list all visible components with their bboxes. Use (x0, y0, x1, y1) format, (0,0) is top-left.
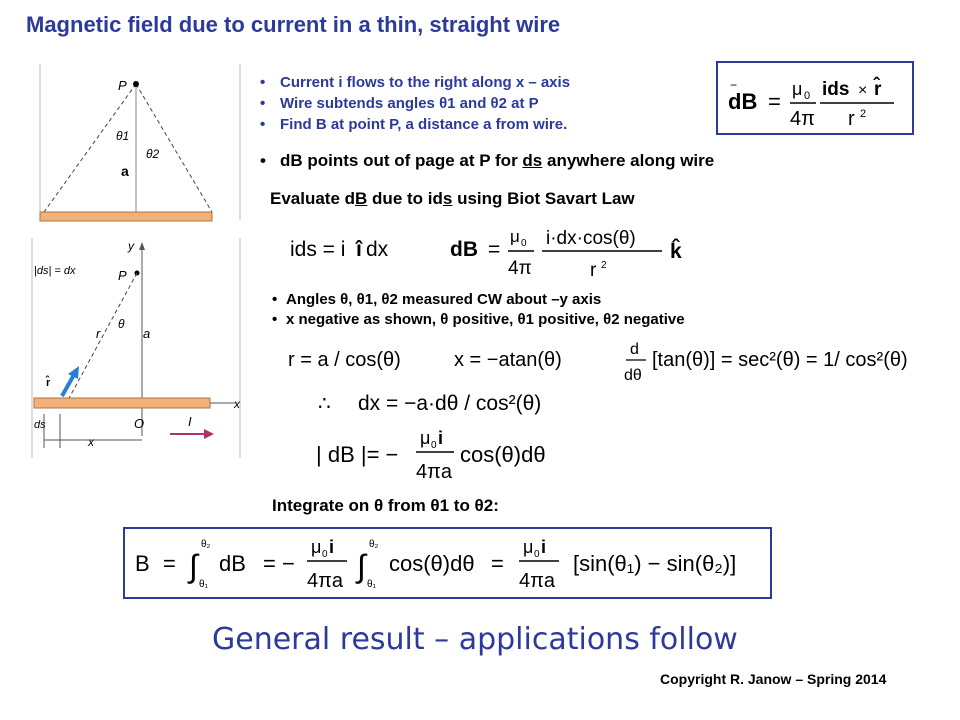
problem-bullets: Current i flows to the right along x – a… (258, 72, 570, 135)
svg-text:×: × (858, 82, 867, 99)
fig1-label-a: a (121, 163, 129, 179)
bullet-angles: Wire subtends angles θ1 and θ2 at P (258, 93, 570, 114)
svg-text:cos(θ)dθ: cos(θ)dθ (389, 551, 475, 576)
svg-text:[tan(θ)] = sec²(θ) = 1/ cos²(θ: [tan(θ)] = sec²(θ) = 1/ cos²(θ) (652, 349, 908, 371)
fig2-label-x: x (233, 397, 241, 411)
slide-title: Magnetic field due to current in a thin,… (26, 12, 561, 37)
svg-text:0: 0 (322, 549, 328, 560)
svg-text:4πa: 4πa (416, 461, 453, 483)
svg-text:0: 0 (431, 440, 437, 451)
svg-text:=: = (768, 89, 781, 114)
fig1-label-theta1: θ1 (116, 129, 129, 143)
bullet-db-direction: dB points out of page at P for ds anywhe… (258, 151, 714, 171)
svg-text:r = a / cos(θ): r = a / cos(θ) (288, 349, 401, 371)
svg-text:= −: = − (263, 551, 295, 576)
svg-text:[sin(θ₁) − sin(θ₂)]: [sin(θ₁) − sin(θ₂)] (573, 551, 736, 576)
svg-text:r̂: r̂ (873, 78, 882, 100)
svg-text:x = −atan(θ): x = −atan(θ) (454, 349, 562, 371)
svg-text:dθ: dθ (624, 367, 642, 384)
fig2-label-p: P (118, 268, 127, 283)
svg-text:ids: ids (822, 79, 849, 100)
fig2-label-y: y (127, 239, 135, 253)
figure-wire-geometry: y |ds| = dx P r θ a r̂ x ds O x I (31, 238, 241, 458)
svg-text:θ₂: θ₂ (369, 539, 379, 550)
svg-text:dB: dB (219, 551, 246, 576)
svg-text:dB: dB (728, 89, 757, 114)
fig2-label-theta: θ (118, 317, 125, 331)
svg-text:4πa: 4πa (519, 570, 556, 592)
fig2-label-ds-eq: |ds| = dx (34, 265, 76, 277)
svg-text:cos(θ)dθ: cos(θ)dθ (460, 442, 546, 467)
svg-text:=: = (488, 238, 500, 261)
general-result-caption: General result – applications follow (212, 622, 738, 657)
svg-text:θ₂: θ₂ (201, 539, 211, 550)
svg-text:=: = (163, 551, 176, 576)
bullet-current: Current i flows to the right along x – a… (258, 72, 570, 93)
svg-text:dx: dx (366, 238, 389, 261)
fig2-label-o: O (134, 416, 144, 431)
svg-text:∫: ∫ (187, 548, 200, 584)
svg-text:i: i (438, 428, 443, 448)
dx-relation: ∴ dx = −a·dθ / cos²(θ) (318, 392, 541, 415)
svg-text:4π: 4π (508, 258, 532, 279)
svg-text:θ₁: θ₁ (199, 579, 209, 590)
fig2-label-rhat: r̂ (46, 376, 51, 389)
svg-text:dB: dB (450, 238, 478, 261)
svg-text:μ: μ (792, 79, 802, 99)
svg-text:−: − (730, 78, 737, 92)
svg-text:r: r (848, 108, 855, 130)
fig2-label-ds: ds (34, 419, 46, 431)
svg-text:0: 0 (804, 90, 810, 102)
svg-text:4π: 4π (790, 108, 815, 130)
svg-text:∫: ∫ (355, 548, 368, 584)
svg-text:2: 2 (860, 108, 866, 120)
fig1-label-theta2: θ2 (146, 147, 160, 161)
copyright: Copyright R. Janow – Spring 2014 (660, 671, 887, 687)
svg-text:∴: ∴ (318, 393, 331, 415)
bullet-find-b: Find B at point P, a distance a from wir… (258, 114, 570, 135)
svg-text:0: 0 (521, 238, 527, 249)
svg-text:=: = (491, 551, 504, 576)
svg-text:θ₁: θ₁ (367, 579, 377, 590)
geometry-relations: r = a / cos(θ) x = −atan(θ) d dθ [tan(θ)… (288, 341, 908, 384)
fig1-label-p: P (118, 78, 127, 93)
integrate-heading: Integrate on θ from θ1 to θ2: (272, 496, 499, 515)
svg-text:μ: μ (311, 537, 321, 557)
evaluate-heading: Evaluate dB due to ids using Biot Savart… (270, 189, 635, 208)
svg-text:î: î (355, 238, 363, 261)
svg-text:k̂: k̂ (670, 238, 682, 263)
fig2-label-xneg: x (87, 435, 95, 449)
fig2-label-i: I (188, 414, 192, 429)
svg-text:μ: μ (510, 227, 520, 246)
fig2-label-a: a (143, 326, 150, 341)
svg-text:B: B (135, 551, 150, 576)
svg-text:d: d (630, 341, 639, 358)
svg-text:2: 2 (601, 260, 607, 271)
fig2-label-r: r (96, 326, 101, 341)
angle-notes: Angles θ, θ1, θ2 measured CW about –y ax… (272, 290, 685, 330)
svg-text:| dB |= −: | dB |= − (316, 442, 398, 467)
svg-text:μ: μ (523, 537, 533, 557)
svg-text:0: 0 (534, 549, 540, 560)
svg-text:i·dx·cos(θ): i·dx·cos(θ) (546, 228, 636, 249)
svg-text:μ: μ (420, 428, 430, 448)
svg-text:i: i (541, 537, 546, 557)
svg-text:i: i (329, 537, 334, 557)
figure-wire-angles: P θ1 θ2 a (39, 64, 241, 222)
svg-text:dx = −a·dθ / cos²(θ): dx = −a·dθ / cos²(θ) (358, 392, 541, 415)
svg-text:ids = i: ids = i (290, 238, 345, 261)
svg-text:4πa: 4πa (307, 570, 344, 592)
note-signs: x negative as shown, θ positive, θ1 posi… (272, 310, 685, 330)
svg-text:r: r (590, 260, 597, 281)
note-angles: Angles θ, θ1, θ2 measured CW about –y ax… (272, 290, 685, 310)
